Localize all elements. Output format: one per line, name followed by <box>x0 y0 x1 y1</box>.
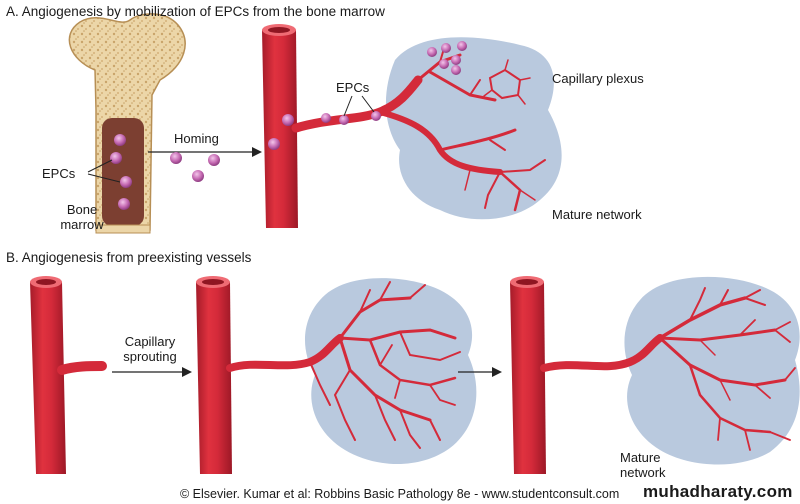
parent-vessel-a <box>262 24 298 228</box>
sprouting-arrow <box>112 367 192 377</box>
section-a-title: A. Angiogenesis by mobilization of EPCs … <box>6 4 385 19</box>
vessel-epcs-pointers <box>343 95 375 117</box>
maturation-arrow <box>458 367 502 377</box>
copyright-credit: © Elsevier. Kumar et al: Robbins Basic P… <box>180 487 620 501</box>
circulating-epcs <box>170 152 220 182</box>
preexisting-vessel-1 <box>30 276 107 474</box>
epcs-marrow-label: EPCs <box>42 166 76 181</box>
marrow-epcs <box>110 134 132 210</box>
tissue-area-a <box>385 37 562 220</box>
bone-illustration <box>68 13 186 234</box>
bone-marrow-label-line1: Bone <box>66 202 98 217</box>
capillary-plexus-label: Capillary plexus <box>552 71 644 86</box>
site-watermark: muhadharaty.com <box>643 482 793 501</box>
homing-label: Homing <box>174 131 219 146</box>
preexisting-vessel-3 <box>510 276 546 474</box>
section-b-title: B. Angiogenesis from preexisting vessels <box>6 250 252 265</box>
sprout-network-b1 <box>226 281 461 449</box>
mature-network-b2 <box>540 287 796 451</box>
mature-network-label-a: Mature network <box>552 207 642 222</box>
mature-network-label-b: Mature network <box>620 450 666 480</box>
capillary-sprouting-label: Capillary sprouting <box>112 334 188 364</box>
preexisting-vessel-2 <box>196 276 232 474</box>
vessel-epcs <box>268 41 467 150</box>
bone-marrow-label-line2: marrow <box>60 217 104 232</box>
mature-network-b-line2: network <box>620 465 666 480</box>
mature-network-b-line1: Mature <box>620 450 661 465</box>
capillary-sprouting-line2: sprouting <box>123 349 177 364</box>
capillary-sprouting-line1: Capillary <box>124 334 176 349</box>
tissue-area-b1 <box>304 278 477 464</box>
bone-marrow-label: Bone marrow <box>54 202 110 232</box>
tissue-area-b2 <box>624 276 800 465</box>
epcs-pointer-lines <box>87 159 121 183</box>
epcs-vessel-label: EPCs <box>336 80 370 95</box>
homing-arrow <box>148 147 262 157</box>
marrow-cavity <box>102 118 144 226</box>
